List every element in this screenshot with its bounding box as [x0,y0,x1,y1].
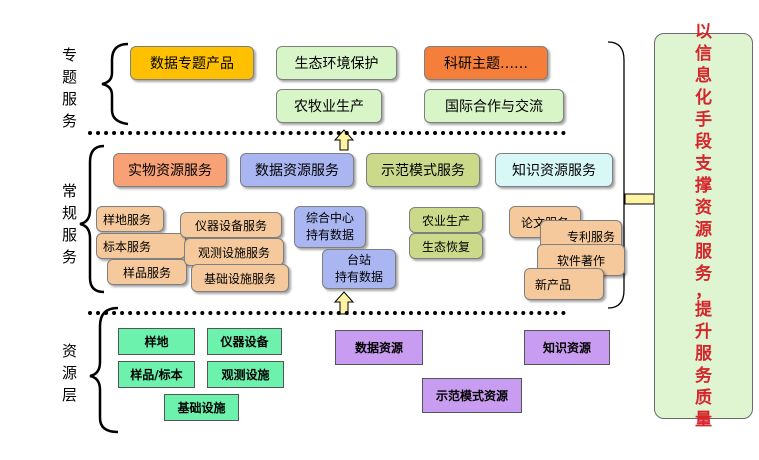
layer-label-topic: 专 题 服 务 [62,44,77,132]
layer-label-regular: 常 规 服 务 [62,180,77,268]
layer-label-char: 务 [62,112,78,130]
resource-observation: 观测设施 [207,361,284,388]
regular-header-physical: 实物资源服务 [113,153,227,187]
layer-label-char: 规 [62,204,78,222]
side-panel-char: 提 [695,300,712,320]
layer-label-char: 常 [62,182,78,200]
side-panel-char: 源 [695,220,712,240]
side-panel-char: 服 [695,242,712,262]
bracket-right [607,41,625,309]
brace-regular [79,144,105,294]
side-panel-char: 服 [695,344,712,364]
layer-label-char: 资 [62,342,78,360]
layer-label-char: 题 [62,68,78,86]
resource-instrument: 仪器设备 [207,328,282,355]
topic-box-intl: 国际合作与交流 [424,89,564,123]
layer-label-char: 源 [62,364,78,382]
side-panel-char: 息 [695,66,712,86]
service-specimen: 标本服务 [96,233,186,259]
side-panel-char: 量 [695,410,712,430]
service-instrument: 仪器设备服务 [180,212,282,238]
side-panel-char: 撑 [695,176,712,196]
layer-label-char: 层 [62,386,78,404]
resource-sample-site: 样地 [118,328,195,355]
service-observation: 观测设施服务 [184,238,284,266]
service-station-data: 台站 持有数据 [322,249,396,289]
layer-label-char: 专 [62,46,78,64]
layer-label-resource: 资 源 层 [62,340,77,406]
regular-header-data: 数据资源服务 [240,153,354,187]
side-panel-char: 务 [695,366,712,386]
resource-infra: 基础设施 [164,394,239,421]
resource-data: 数据资源 [335,330,423,365]
separator-bottom [88,311,566,315]
resource-demo: 示范模式资源 [422,378,522,413]
side-panel-char: 手 [695,110,712,130]
side-connector [624,193,655,205]
service-infra: 基础设施服务 [191,264,289,292]
side-panel-char: 化 [695,88,712,108]
side-panel-char: 质 [695,388,712,408]
regular-header-demo: 示范模式服务 [366,153,480,187]
layer-label-char: 服 [62,90,78,108]
side-panel-char: 支 [695,154,712,174]
station-data-line2: 持有数据 [334,270,383,284]
brace-resource [89,306,119,434]
side-panel-char: ， [695,282,712,302]
topic-box-data-product: 数据专题产品 [130,46,254,80]
service-agri-production: 农业生产 [409,207,483,233]
side-panel-char: 信 [695,44,712,64]
brace-topic [101,42,129,126]
service-eco-restoration: 生态恢复 [409,233,483,259]
side-panel-goal: 以 信 息 化 手 段 支 撑 资 源 服 务 ， 提 升 服 务 质 量 [654,22,753,430]
topic-box-eco-protection: 生态环境保护 [276,46,397,80]
side-panel-char: 以 [695,22,712,42]
side-panel-char: 升 [695,322,712,342]
service-sample-site: 样地服务 [96,206,164,232]
center-data-line1: 综合中心 [305,211,354,225]
resource-knowledge: 知识资源 [524,330,610,365]
topic-box-agri: 农牧业生产 [276,89,382,123]
service-sample: 样品服务 [107,259,187,285]
service-center-data: 综合中心 持有数据 [294,206,366,248]
center-data-line2: 持有数据 [305,228,354,242]
layer-label-char: 务 [62,248,78,266]
side-panel-char: 务 [695,264,712,284]
layer-label-char: 服 [62,226,78,244]
topic-box-research: 科研主题…… [424,46,548,80]
side-panel-char: 段 [695,132,712,152]
resource-sample-specimen: 样品/标本 [118,361,195,388]
station-data-line1: 台站 [346,253,371,267]
regular-header-knowledge: 知识资源服务 [495,153,613,187]
service-new-product: 新产品 [524,268,604,300]
side-panel-char: 资 [695,198,712,218]
separator-top [88,131,566,135]
arrow-up-topic [333,129,355,151]
